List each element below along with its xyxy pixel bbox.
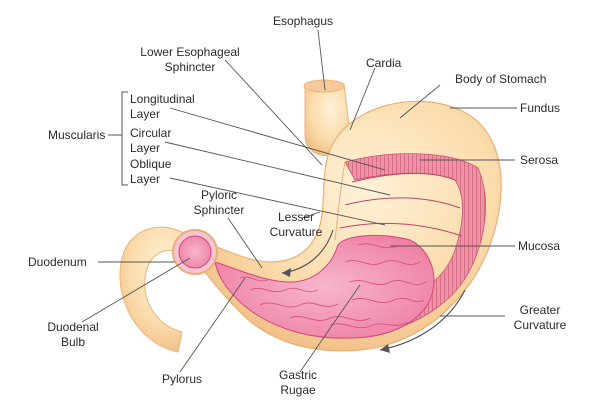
label-duodenal-bulb-line1: Duodenal xyxy=(47,320,99,334)
label-pyloric-sphincter: Pyloric Sphincter xyxy=(184,188,254,218)
greater-curvature-arrow xyxy=(379,289,466,353)
label-les-line2: Sphincter xyxy=(164,60,216,74)
label-longitudinal-line2: Layer xyxy=(130,107,161,121)
label-gastric-rugae: Gastric Rugae xyxy=(268,368,328,398)
label-cardia: Cardia xyxy=(366,56,402,70)
label-pyloric-line1: Pyloric xyxy=(200,188,237,202)
label-circular-line1: Circular xyxy=(130,126,172,140)
leader-lines xyxy=(81,29,517,373)
label-mucosa: Mucosa xyxy=(518,239,561,253)
label-longitudinal-layer: Longitudinal Layer xyxy=(130,92,195,122)
label-esophagus: Esophagus xyxy=(272,14,334,28)
muscularis-bracket xyxy=(108,91,128,186)
mucosa-lumen xyxy=(214,235,435,339)
label-serosa: Serosa xyxy=(520,153,559,167)
label-circular-layer: Circular Layer xyxy=(130,126,171,156)
label-oblique-line2: Layer xyxy=(130,172,161,186)
lesser-curvature-arrow xyxy=(281,229,334,277)
label-muscularis: Muscularis xyxy=(48,128,106,142)
label-longitudinal-line1: Longitudinal xyxy=(130,92,195,106)
muscle-layers xyxy=(334,153,486,333)
label-greater-curvature: Greater Curvature xyxy=(502,303,578,333)
label-lower-esophageal-sphincter: Lower Esophageal Sphincter xyxy=(130,45,250,75)
label-gastric-line1: Gastric xyxy=(278,368,317,382)
label-gastric-line2: Rugae xyxy=(280,383,316,397)
duodenum-shape xyxy=(119,226,201,353)
label-pylorus: Pylorus xyxy=(162,372,203,386)
label-lesser-curvature: Lesser Curvature xyxy=(258,210,334,240)
label-lesser-line2: Curvature xyxy=(269,225,323,239)
label-body-of-stomach: Body of Stomach xyxy=(455,72,547,86)
label-fundus: Fundus xyxy=(520,101,561,115)
gastric-rugae-folds xyxy=(239,243,427,329)
label-circular-line2: Layer xyxy=(130,141,161,155)
duodenal-bulb-shape xyxy=(172,229,218,275)
label-greater-line1: Greater xyxy=(519,303,561,317)
label-oblique-line1: Oblique xyxy=(130,157,172,171)
label-pyloric-line2: Sphincter xyxy=(193,203,245,217)
label-oblique-layer: Oblique Layer xyxy=(130,157,171,187)
label-duodenum: Duodenum xyxy=(28,255,87,269)
label-duodenal-bulb-line2: Bulb xyxy=(60,335,86,349)
label-les-line1: Lower Esophageal xyxy=(140,45,240,59)
label-greater-line2: Curvature xyxy=(513,318,567,332)
label-lesser-line1: Lesser xyxy=(277,210,315,224)
label-duodenal-bulb: Duodenal Bulb xyxy=(38,320,108,350)
